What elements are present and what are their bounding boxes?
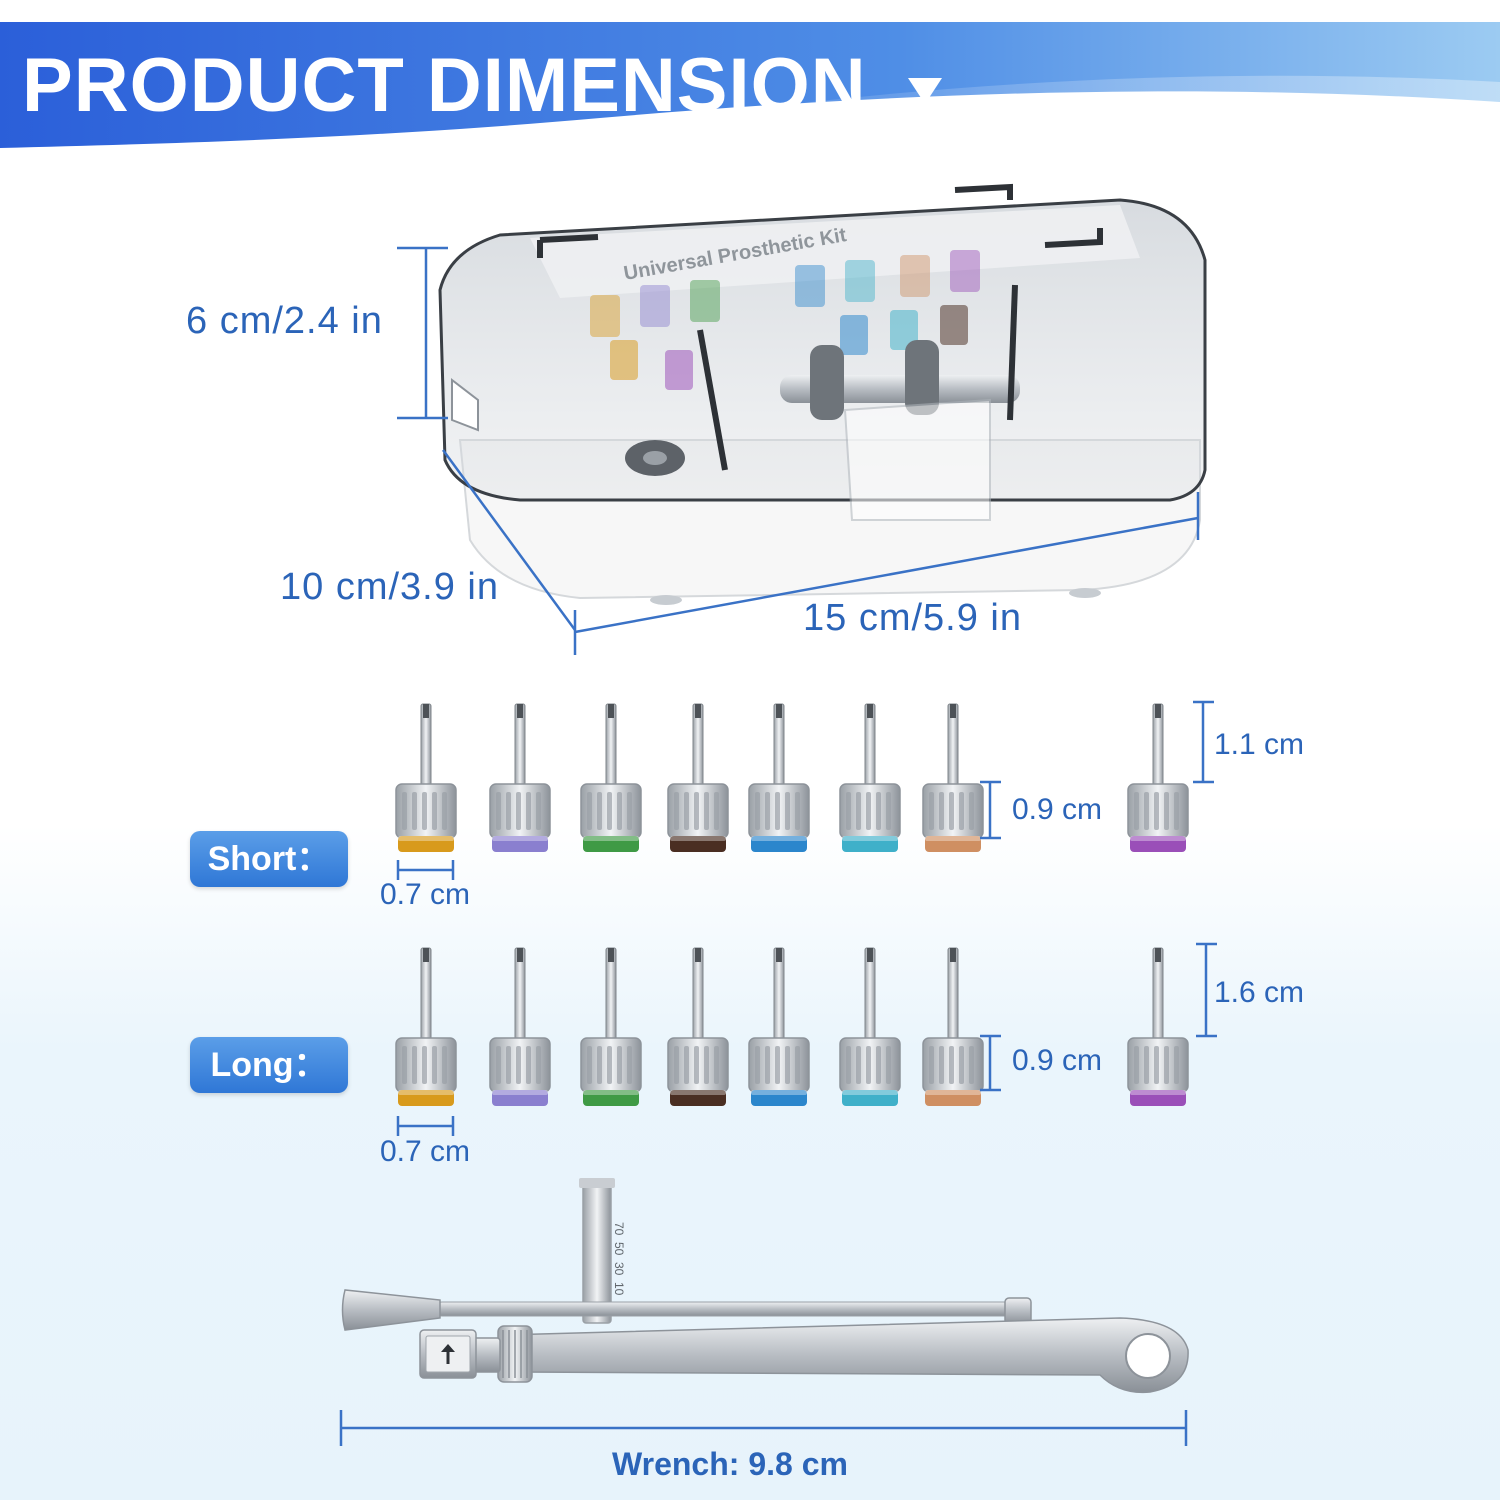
long-driver-row [395,947,1189,1106]
screwdriver [748,947,810,1106]
short-tip-length: 1.1 cm [1214,728,1305,761]
title-banner: PRODUCT DIMENSION [0,22,1500,148]
wrench-dimension-line [339,1410,1188,1446]
banner-background [0,22,1500,148]
screwdriver [395,947,457,1106]
screwdriver [922,703,984,852]
page-title: PRODUCT DIMENSION [22,43,867,128]
long-tip-length: 1.6 cm [1214,976,1305,1009]
scale-mark: 10 [612,1282,626,1296]
screwdriver [839,703,901,852]
long-handle-height: 0.9 cm [1012,1044,1103,1077]
screwdriver [839,947,901,1106]
screwdriver [489,703,551,852]
case-depth-label: 10 cm/3.9 in [280,566,499,608]
arrow-up-icon [441,1344,455,1364]
screwdriver [580,947,642,1106]
long-ring-height: 0.7 cm [380,1135,471,1168]
screwdriver [922,947,984,1106]
screwdriver [748,703,810,852]
driver-dimension-lines [396,700,1217,1136]
short-ring-height: 0.7 cm [380,878,471,911]
screwdriver [667,703,729,852]
torque-wrench: 70 50 30 10 [341,1178,1189,1394]
screwdriver [667,947,729,1106]
long-set-badge: Long： [190,1037,348,1093]
wrench-length-label: Wrench: 9.8 cm [612,1446,848,1482]
scale-mark: 70 [612,1222,626,1236]
case-dimension-lines [397,246,1200,655]
scale-mark: 50 [612,1242,626,1256]
triangle-down-icon [908,78,942,104]
short-handle-height: 0.9 cm [1012,793,1103,826]
case-width-label: 15 cm/5.9 in [803,597,1022,639]
screwdriver [580,703,642,852]
scale-mark: 30 [612,1262,626,1276]
screwdriver [395,703,457,852]
screwdriver [489,947,551,1106]
short-set-badge: Short： [190,831,348,887]
screwdriver [1127,947,1189,1106]
case: Universal Prosthetic Kit [438,183,1207,605]
short-driver-row [395,703,1189,852]
case-height-label: 6 cm/2.4 in [186,300,383,342]
screwdriver [1127,703,1189,852]
